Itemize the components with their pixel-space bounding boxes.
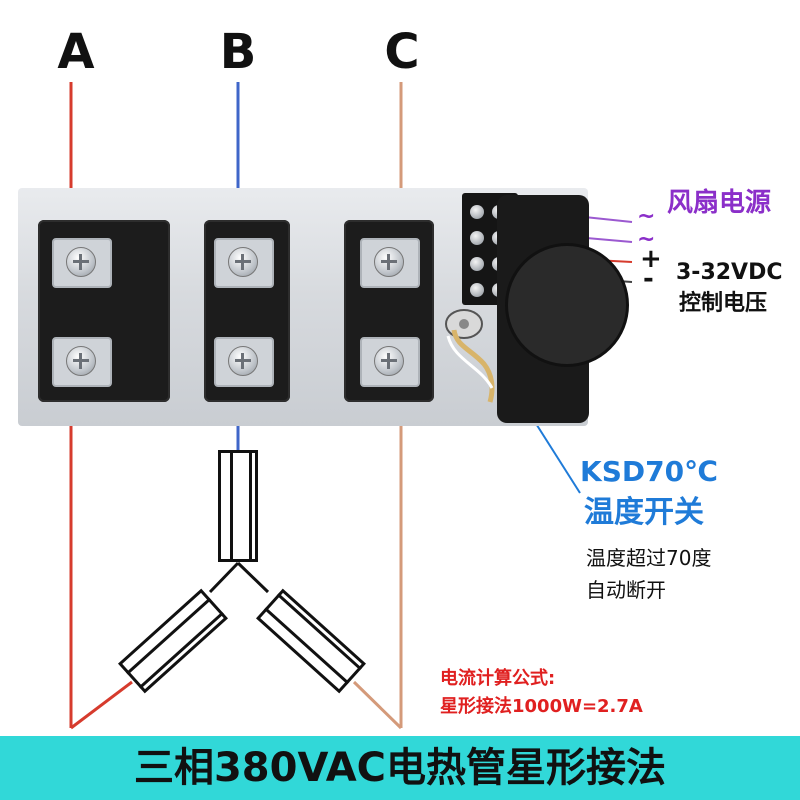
formula-title: 电流计算公式: xyxy=(440,668,556,689)
temperature-switch-icon xyxy=(445,309,495,403)
screw-icon xyxy=(374,346,404,376)
temperature-switch-name: 温度开关 xyxy=(584,495,704,530)
phase-c-heater-link xyxy=(352,680,403,730)
terminal-screw-icon xyxy=(470,205,484,219)
fan-power-tilde-1: ~ xyxy=(637,204,656,229)
phase-c-label: C xyxy=(384,24,420,80)
ssr-b-bottom-terminal xyxy=(214,337,274,387)
screw-icon xyxy=(228,346,258,376)
heater-element-top xyxy=(218,450,258,562)
fan-power-tilde-2: ~ xyxy=(637,227,656,252)
fan-icon xyxy=(505,243,629,367)
phase-b-label: B xyxy=(219,24,257,80)
terminal-screw-icon xyxy=(470,257,484,271)
ssr-a-top-terminal xyxy=(52,238,112,288)
screw-icon xyxy=(228,247,258,277)
star-point-left-wire xyxy=(208,561,240,594)
phase-a-label: A xyxy=(57,24,95,80)
phase-a-heater-link xyxy=(70,680,133,730)
temperature-switch-model: KSD70℃ xyxy=(580,455,718,488)
cooling-fan xyxy=(497,195,629,423)
control-power-minus: - xyxy=(643,264,654,294)
screw-icon xyxy=(66,346,96,376)
ssr-c-top-terminal xyxy=(360,238,420,288)
caption-bar xyxy=(0,736,800,800)
ssr-c-bottom-terminal xyxy=(360,337,420,387)
screw-icon xyxy=(374,247,404,277)
control-power-label: 控制电压 xyxy=(679,291,768,316)
diagram-caption: 三相380VAC电热管星形接法 xyxy=(133,745,667,791)
star-point-right-wire xyxy=(236,561,270,594)
ssr-a-bottom-terminal xyxy=(52,337,112,387)
screw-icon xyxy=(66,247,96,277)
ssr-b-top-terminal xyxy=(214,238,274,288)
fan-power-label: 风扇电源 xyxy=(667,188,772,218)
formula-value: 星形接法1000W=2.7A xyxy=(440,696,643,717)
temperature-switch-note-2: 自动断开 xyxy=(586,578,666,602)
terminal-screw-icon xyxy=(470,283,484,297)
ssr-c xyxy=(344,220,434,402)
control-power-plus: + xyxy=(640,244,662,274)
temperature-switch-note-1: 温度超过70度 xyxy=(586,546,712,570)
control-power-range: 3-32VDC xyxy=(676,260,783,285)
ssr-b xyxy=(204,220,290,402)
ssr-a xyxy=(38,220,170,402)
terminal-screw-icon xyxy=(470,231,484,245)
